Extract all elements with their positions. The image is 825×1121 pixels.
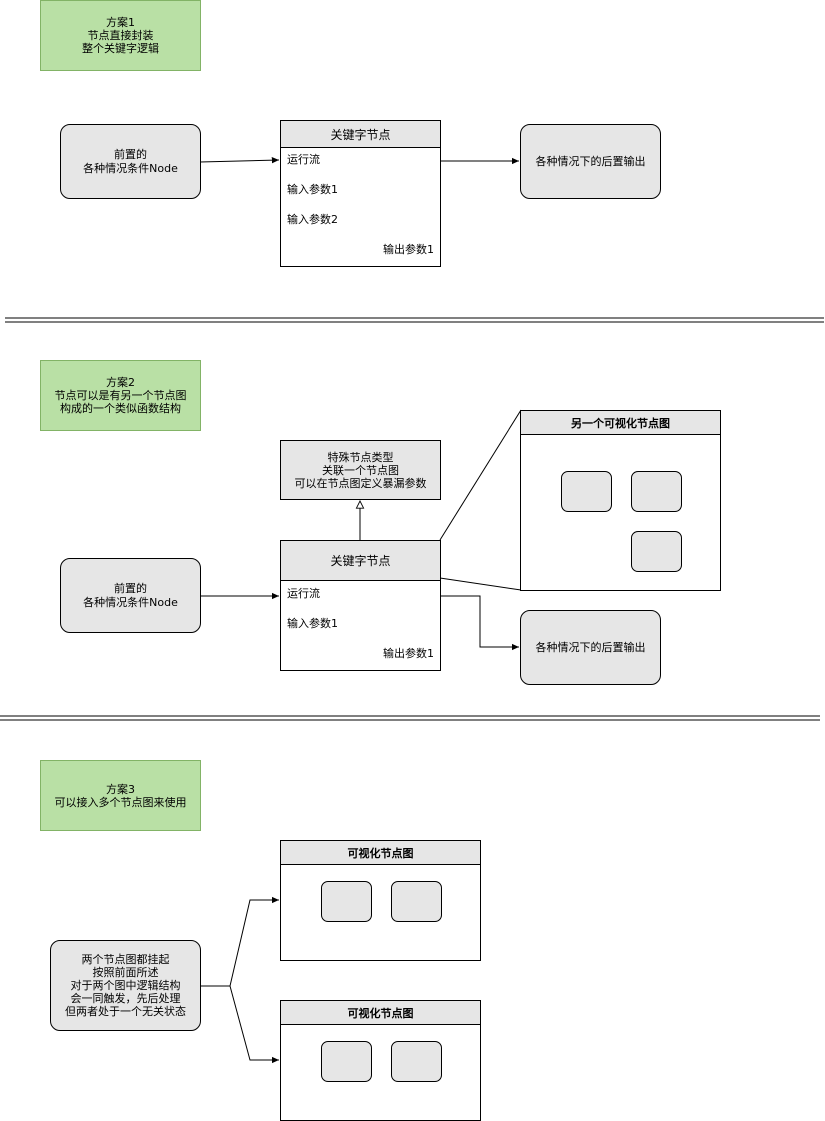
scheme1-note[interactable]: 方案1 节点直接封装 整个关键字逻辑 <box>40 0 201 71</box>
scheme2-graph-node-2[interactable] <box>631 471 682 512</box>
scheme2-row-input1: 输入参数1 <box>287 617 338 630</box>
scheme2-output-node[interactable]: 各种情况下的后置输出 <box>520 610 661 685</box>
scheme2-pre-node[interactable]: 前置的 各种情况条件Node <box>60 558 201 633</box>
edge-pre-to-keyword-1 <box>199 156 280 164</box>
scheme3-graph2-title: 可视化节点图 <box>281 1001 480 1025</box>
scheme2-graph-container[interactable]: 另一个可视化节点图 <box>520 410 721 591</box>
scheme2-keyword-title: 关键字节点 <box>281 541 440 581</box>
scheme2-row-flow: 运行流 <box>287 587 320 600</box>
scheme2-note[interactable]: 方案2 节点可以是有另一个节点图 构成的一个类似函数结构 <box>40 360 201 431</box>
scheme2-graph-title: 另一个可视化节点图 <box>521 411 720 435</box>
edge-keyword-to-output-2 <box>440 595 519 651</box>
scheme2-row-output1: 输出参数1 <box>383 647 434 660</box>
scheme1-row-input2: 输入参数2 <box>287 213 338 226</box>
scheme1-output-node[interactable]: 各种情况下的后置输出 <box>520 124 661 199</box>
scheme3-graph1-title: 可视化节点图 <box>281 841 480 865</box>
scheme1-keyword-title: 关键字节点 <box>281 121 440 148</box>
scheme3-graph2-node-2[interactable] <box>391 1041 442 1082</box>
scheme3-graph-2[interactable]: 可视化节点图 <box>280 1000 481 1121</box>
link-keyword-to-graph-bottom <box>439 577 522 591</box>
scheme2-graph-node-3[interactable] <box>631 531 682 572</box>
scheme3-graph2-node-1[interactable] <box>321 1041 372 1082</box>
scheme3-graph1-node-2[interactable] <box>391 881 442 922</box>
scheme2-keyword-node[interactable]: 关键字节点 运行流 输入参数1 输出参数1 <box>280 540 441 671</box>
edge-source-to-graph2 <box>200 985 279 1064</box>
scheme3-graph-1[interactable]: 可视化节点图 <box>280 840 481 961</box>
scheme3-note[interactable]: 方案3 可以接入多个节点图来使用 <box>40 760 201 831</box>
scheme1-keyword-node[interactable]: 关键字节点 运行流 输入参数1 输入参数2 输出参数1 <box>280 120 441 267</box>
scheme1-pre-node[interactable]: 前置的 各种情况条件Node <box>60 124 201 199</box>
scheme3-graph1-node-1[interactable] <box>321 881 372 922</box>
edge-source-to-graph1 <box>200 896 279 987</box>
scheme1-row-input1: 输入参数1 <box>287 183 338 196</box>
scheme1-row-flow: 运行流 <box>287 153 320 166</box>
scheme2-graph-node-1[interactable] <box>561 471 612 512</box>
scheme3-source-node[interactable]: 两个节点图都挂起 按照前面所述 对于两个图中逻辑结构 会一同触发，先后处理 但两… <box>50 940 201 1031</box>
scheme2-special-node[interactable]: 特殊节点类型 关联一个节点图 可以在节点图定义暴漏参数 <box>280 440 441 500</box>
scheme1-row-output1: 输出参数1 <box>383 243 434 256</box>
link-keyword-to-graph-top <box>439 409 522 541</box>
